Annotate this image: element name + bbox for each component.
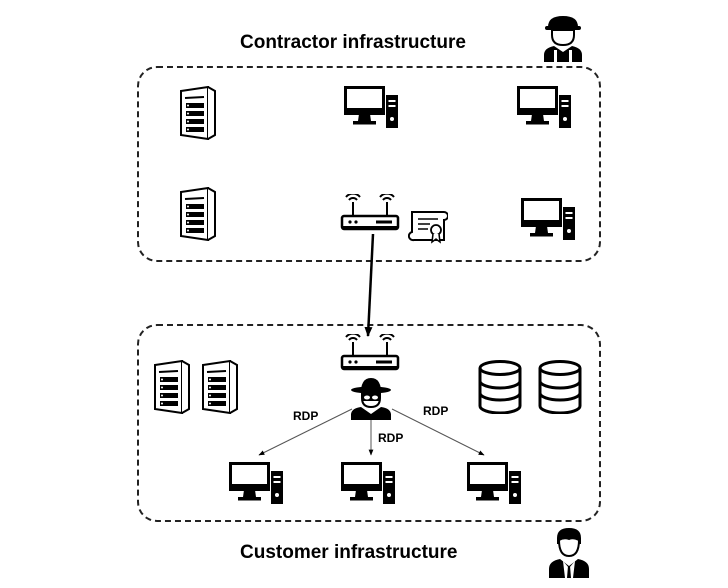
contractor-to-customer-link: [364, 233, 375, 337]
server-icon: [200, 360, 240, 414]
database-icon: [478, 360, 522, 414]
desktop-computer-icon: [344, 86, 400, 130]
rdp-label-right: RDP: [423, 404, 449, 418]
rdp-link-right: [391, 408, 485, 456]
rdp-label-left: RDP: [293, 409, 319, 423]
rdp-label-center: RDP: [378, 431, 404, 445]
router-icon: [340, 334, 400, 374]
certificate-icon: [408, 211, 448, 244]
contractor-zone: [137, 66, 601, 262]
rdp-link-left: [258, 408, 353, 456]
customer-person-icon: [549, 528, 589, 578]
server-icon: [152, 360, 192, 414]
desktop-computer-icon: [517, 86, 573, 130]
router-icon: [340, 194, 400, 234]
server-icon: [178, 86, 218, 140]
server-icon: [178, 187, 218, 241]
desktop-computer-icon: [467, 462, 523, 506]
database-icon: [538, 360, 582, 414]
contractor-title: Contractor infrastructure: [240, 32, 466, 53]
desktop-computer-icon: [229, 462, 285, 506]
contractor-worker-icon: [544, 16, 582, 62]
desktop-computer-icon: [521, 198, 577, 242]
hacker-icon: [351, 378, 391, 420]
desktop-computer-icon: [341, 462, 397, 506]
customer-title: Customer infrastructure: [240, 542, 458, 563]
